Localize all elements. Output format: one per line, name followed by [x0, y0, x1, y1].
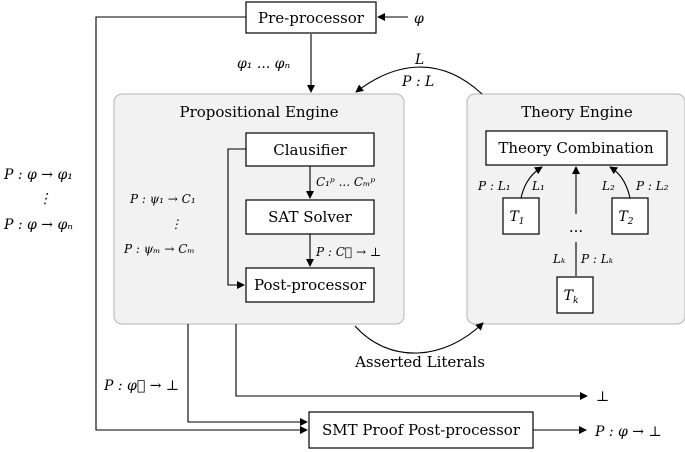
t1-to-combination-arrow	[520, 166, 543, 199]
clausifier-box	[245, 132, 375, 167]
plk-label: P : Lₖ	[580, 252, 614, 266]
smt-proof-postprocessor-label: SMT Proof Post-processor	[322, 421, 521, 439]
preprocessor-proof-line	[95, 16, 308, 434]
p-phi-n-label: P : φ → φₙ	[3, 217, 73, 233]
P-L-label: P : L	[401, 74, 434, 90]
psi-m-label: P : ψₘ → Cₘ	[123, 242, 195, 256]
phis-label: φ₁ ... φₙ	[237, 56, 290, 72]
theory-combination-box	[485, 130, 668, 166]
phi-vec-label: P : φ⃗ → ⊥	[103, 378, 179, 394]
pl1-label: P : L₁	[477, 179, 511, 193]
c-vec-label: P : C⃗ → ⊥	[315, 245, 381, 259]
l2-label: L₂	[601, 179, 615, 193]
psi-dots-label: ⋮	[170, 217, 182, 231]
clausifier-to-post-bypass	[227, 148, 246, 289]
t2-to-combination-arrow	[609, 166, 631, 199]
theory-t2-label: T2	[618, 209, 633, 227]
pl2-label: P : L₂	[635, 179, 669, 193]
clausifier-label: Clausifier	[273, 141, 347, 159]
l1-label: L₁	[531, 179, 545, 193]
clause-p-label: C₁ᵖ ... Cₘᵖ	[316, 175, 375, 189]
psi-1-label: P : ψ₁ → C₁	[129, 192, 196, 206]
propositional-engine-title: Propositional Engine	[180, 103, 339, 121]
input-phi: φ	[414, 11, 424, 27]
sat-solver-box	[245, 199, 375, 235]
postprocessor-box	[245, 267, 375, 303]
lk-label: Lₖ	[552, 252, 566, 266]
theory-t1-label: T1	[509, 209, 524, 227]
prop-proof-line	[187, 324, 308, 426]
final-proof-label: P : φ → ⊥	[594, 424, 662, 440]
unsat-line	[235, 324, 588, 400]
L-label: L	[414, 52, 424, 68]
asserted-literals-label: Asserted Literals	[354, 353, 485, 371]
bottom-symbol: ⊥	[596, 389, 609, 405]
postprocessor-label: Post-processor	[254, 276, 367, 294]
sat-solver-label: SAT Solver	[268, 208, 353, 226]
theory-to-prop-arc	[355, 66, 483, 95]
theory-combination-label: Theory Combination	[498, 139, 654, 157]
theory-tk-box	[556, 276, 594, 314]
theory-dots: ...	[569, 218, 583, 236]
smt-proof-postprocessor-box	[308, 411, 534, 449]
theory-tk-label: Tk	[564, 288, 579, 306]
preprocessor-box	[245, 1, 377, 34]
vdots-label: ⋮	[38, 191, 52, 207]
preprocessor-label: Pre-processor	[258, 9, 365, 27]
p-phi-1-label: P : φ → φ₁	[3, 167, 73, 183]
prop-to-theory-arc	[354, 322, 484, 354]
theory-t1-box	[502, 197, 540, 235]
theory-t2-box	[611, 197, 649, 235]
theory-engine-title: Theory Engine	[521, 103, 633, 121]
